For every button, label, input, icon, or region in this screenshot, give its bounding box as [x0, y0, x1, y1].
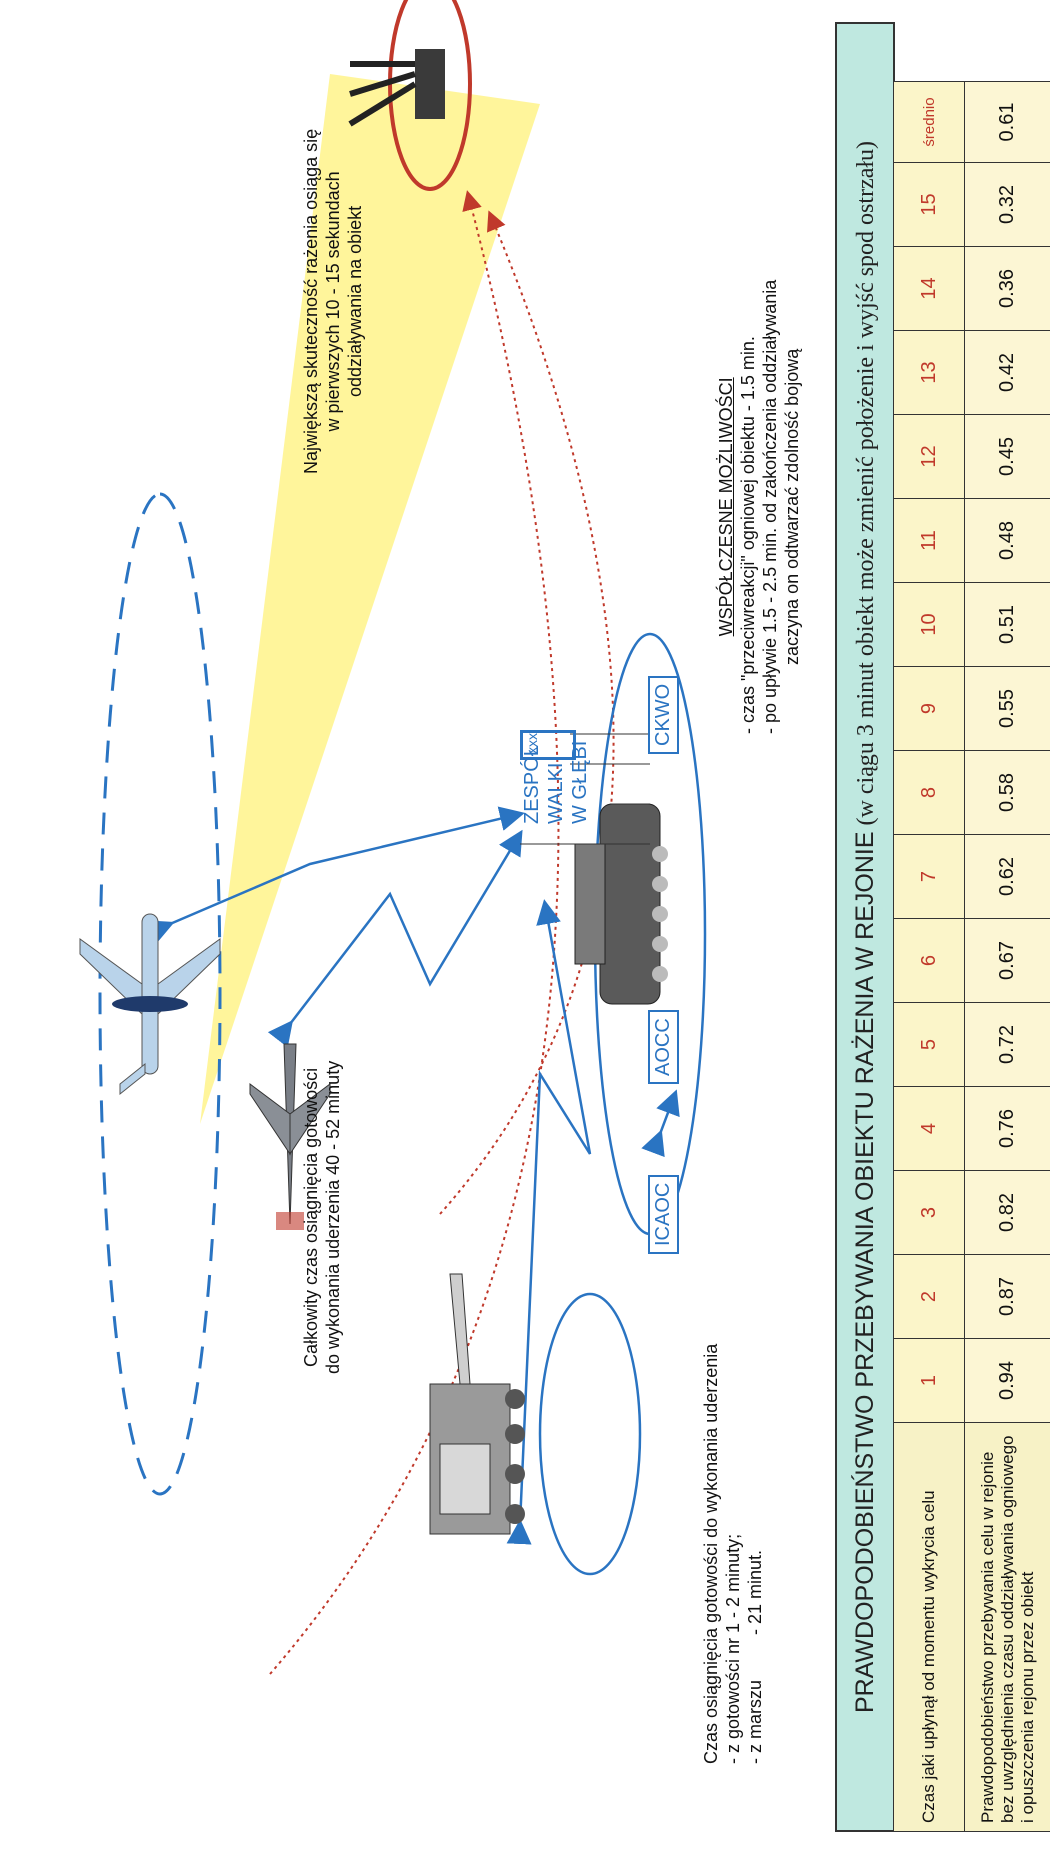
header-cell: 5	[893, 1002, 965, 1087]
link-awacs-unit	[146, 806, 525, 944]
header-cell: 14	[893, 246, 965, 331]
value-cell: 0.36	[964, 246, 1050, 331]
effectiveness-line-2: w pierwszych 10 - 15 sekundach	[323, 171, 343, 432]
probability-table: PRAWDOPODOBIEŃSTWO PRZEBYWANIA OBIEKTU R…	[835, 22, 1050, 1832]
value-cell: 0.67	[964, 918, 1050, 1003]
value-cell-average: 0.61	[964, 81, 1050, 163]
link-fighter-unit	[267, 829, 523, 1048]
header-cell: 13	[893, 330, 965, 415]
trajectory-missile	[439, 210, 615, 1215]
launcher-line-1: Czas osiągnięcia gotowości do wykonania …	[701, 1343, 721, 1764]
launcher-readiness-note: Czas osiągnięcia gotowości do wykonania …	[700, 1344, 766, 1764]
value-cell: 0.55	[964, 666, 1050, 751]
value-cell: 0.76	[964, 1086, 1050, 1171]
header-cell: 15	[893, 162, 965, 247]
aocc-label: AOCC	[648, 1010, 679, 1084]
table-row-probability: Prawdopodobieństwo przebywania celu w re…	[964, 81, 1050, 1832]
row-label-probability-line-1: Prawdopodobieństwo przebywania celu w re…	[977, 1451, 997, 1823]
fighter-readiness-note: Całkowity czas osiągnięcia gotowości do …	[300, 1061, 344, 1374]
value-cell: 0.51	[964, 582, 1050, 667]
header-cell-average: średnio	[893, 81, 965, 163]
header-cell: 6	[893, 918, 965, 1003]
table-title-note: (w ciągu 3 minut obiekt może zmienić poł…	[853, 140, 879, 826]
value-cell: 0.32	[964, 162, 1050, 247]
unit-label-line-2: WALKI	[545, 762, 567, 825]
missile-launcher-icon	[429, 1273, 525, 1535]
value-cell: 0.42	[964, 330, 1050, 415]
value-cell: 0.58	[964, 750, 1050, 835]
fighter-line-2: do wykonania uderzenia 40 - 52 minuty	[323, 1060, 343, 1374]
link-icaoc-aocc	[641, 1089, 680, 1158]
effectiveness-line-3: oddziaływania na obiekt	[345, 205, 365, 397]
value-cell: 0.62	[964, 834, 1050, 919]
launcher-group-ring	[538, 1292, 642, 1576]
value-cell: 0.87	[964, 1254, 1050, 1339]
capabilities-line-1: - czas "przeciwreakcji" ogniowej obiektu…	[738, 336, 758, 734]
capabilities-note: WSPÓŁCZESNE MOŻLIWOŚCI - czas "przeciwre…	[715, 280, 803, 734]
header-cell: 3	[893, 1170, 965, 1255]
capabilities-line-3: zaczyna on odtwarzać zdolność bojową	[782, 348, 802, 665]
awacs-aircraft-icon	[79, 913, 221, 1096]
header-cell: 4	[893, 1086, 965, 1171]
capabilities-line-2: - po upływie 1.5 - 2.5 min. od zakończen…	[760, 279, 780, 734]
fighter-jet-icon	[249, 1043, 331, 1230]
capabilities-title: WSPÓŁCZESNE MOŻLIWOŚCI	[716, 377, 736, 637]
unit-symbol: xxx ZESPÓŁ WALKI W GŁĘBI	[520, 730, 600, 825]
row-label-probability-line-3: i opuszczenia rejonu przez obiekt	[1017, 1571, 1037, 1823]
ckwo-label: CKWO	[648, 675, 679, 754]
header-cell: 2	[893, 1254, 965, 1339]
value-cell: 0.82	[964, 1170, 1050, 1255]
row-label-probability-line-2: bez uwzględnienia czasu oddziaływania og…	[997, 1435, 1017, 1823]
row-label-probability: Prawdopodobieństwo przebywania celu w re…	[964, 1422, 1050, 1832]
launcher-line-2: - z gotowości nr 1 - 2 minuty;	[723, 1533, 743, 1764]
trajectory-fighter	[269, 190, 560, 1675]
armoured-vehicle-icon	[574, 803, 668, 1005]
header-cell: 9	[893, 666, 965, 751]
fighter-line-1: Całkowity czas osiągnięcia gotowości	[301, 1067, 321, 1367]
header-cell: 1	[893, 1338, 965, 1423]
value-cell: 0.72	[964, 1002, 1050, 1087]
row-label-time: Czas jaki upłynął od momentu wykrycia ce…	[893, 1422, 965, 1832]
table-row-time: Czas jaki upłynął od momentu wykrycia ce…	[893, 81, 965, 1832]
icaoc-label: ICAOC	[648, 1174, 679, 1254]
table-grid: Czas jaki upłynął od momentu wykrycia ce…	[893, 81, 1050, 1832]
unit-label-line-3: W GŁĘBI	[569, 740, 591, 824]
effectiveness-note: Największą skuteczność rażenia osiąga si…	[300, 129, 366, 474]
effectiveness-line-1: Największą skuteczność rażenia osiąga si…	[301, 128, 321, 474]
table-title: PRAWDOPODOBIEŃSTWO PRZEBYWANIA OBIEKTU R…	[835, 22, 895, 1832]
header-cell: 10	[893, 582, 965, 667]
header-cell: 11	[893, 498, 965, 583]
link-launcher-unit	[506, 899, 592, 1545]
awacs-orbit	[98, 492, 222, 1496]
header-cell: 7	[893, 834, 965, 919]
value-cell: 0.94	[964, 1338, 1050, 1423]
header-cell: 12	[893, 414, 965, 499]
value-cell: 0.48	[964, 498, 1050, 583]
sensor-beam	[200, 74, 540, 1124]
table-title-main: PRAWDOPODOBIEŃSTWO PRZEBYWANIA OBIEKTU R…	[851, 831, 879, 1714]
target-launcher-icon	[348, 49, 445, 127]
header-cell: 8	[893, 750, 965, 835]
launcher-line-3: - z marszu - 21 minut.	[745, 1549, 765, 1764]
value-cell: 0.45	[964, 414, 1050, 499]
unit-label-line-1: ZESPÓŁ	[521, 745, 543, 824]
